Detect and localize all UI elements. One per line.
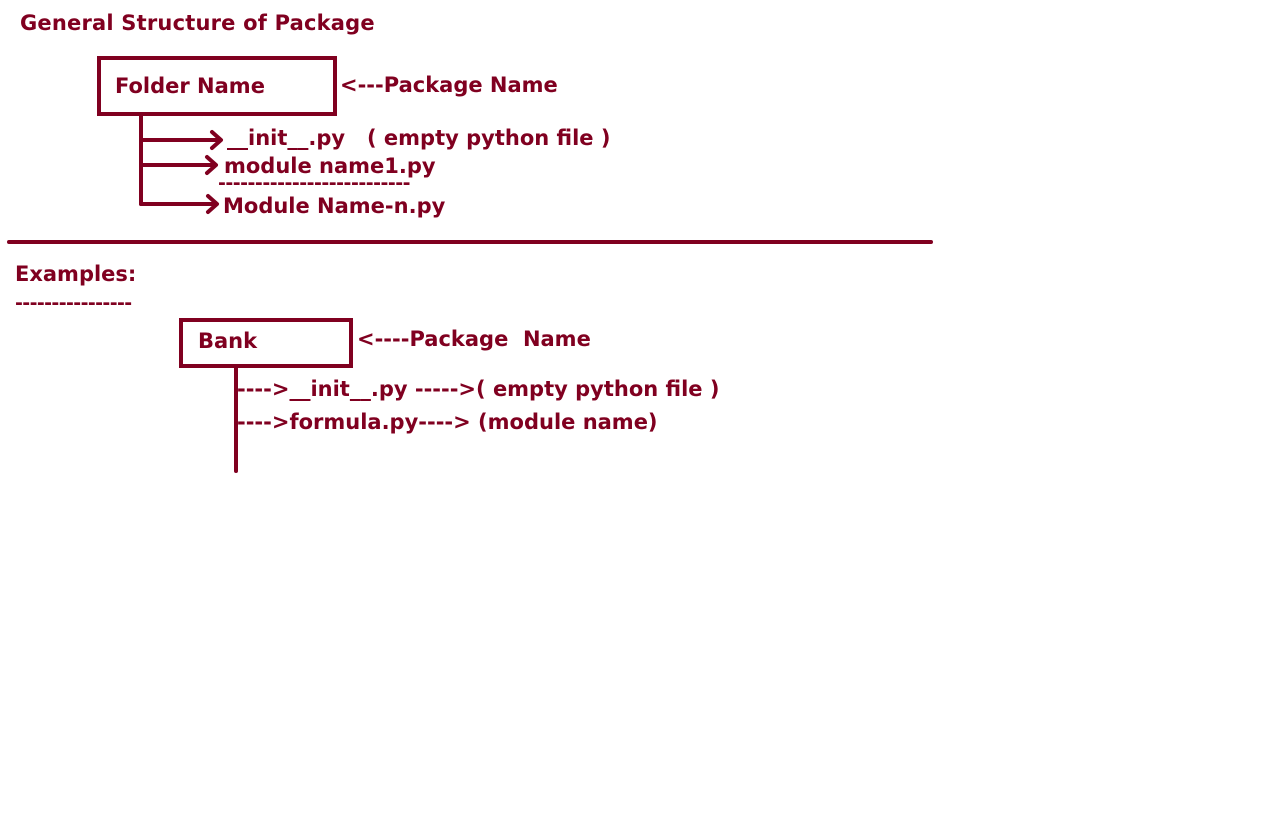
module-name-n-item: Module Name-n.py: [223, 194, 446, 218]
bank-label: Bank: [198, 329, 258, 353]
init-file-item: __init__.py ( empty python file ): [227, 126, 611, 150]
examples-underline: ----------------: [15, 292, 132, 314]
bank-init-item: ---->__init__.py ----->( empty python fi…: [237, 377, 720, 401]
folder-name-label: Folder Name: [115, 74, 265, 98]
bank-formula-item: ---->formula.py----> (module name): [237, 410, 658, 434]
module-name1-item: module name1.py: [224, 154, 436, 178]
arrow-head-module-n: [206, 194, 219, 214]
examples-heading: Examples:: [15, 262, 137, 286]
arrow-head-module1: [205, 155, 218, 175]
diagram-title: General Structure of Package: [20, 11, 375, 35]
arrow-head-init: [210, 130, 223, 150]
folder-name-box: [97, 56, 337, 116]
section-divider: [7, 240, 933, 244]
bank-package-name-note: <----Package Name: [357, 327, 591, 351]
ellipsis-dashes: --------------------------: [218, 172, 411, 194]
package-name-note: <---Package Name: [340, 73, 558, 97]
bank-box: [179, 318, 353, 368]
